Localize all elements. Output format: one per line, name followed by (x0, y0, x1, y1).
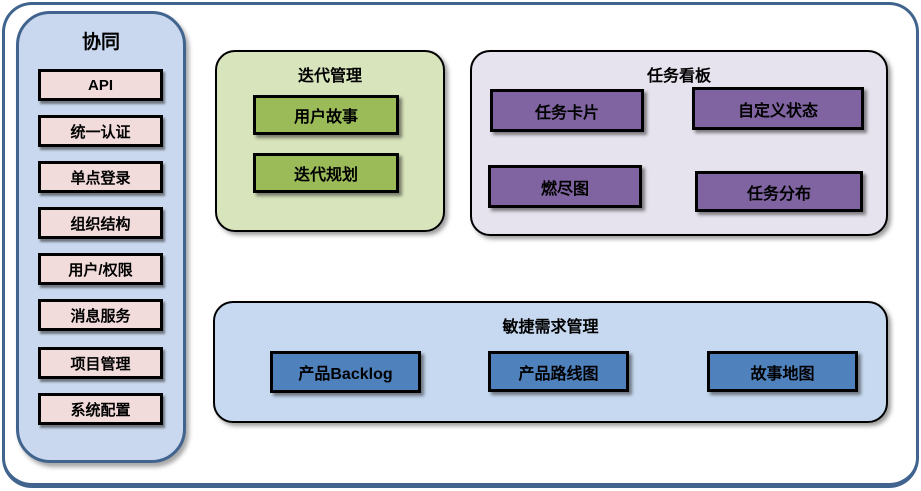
sidebar-item-unified-auth: 统一认证 (38, 115, 163, 147)
iteration-item-iteration-planning: 迭代规划 (253, 153, 399, 193)
requirements-item-story-map: 故事地图 (707, 351, 858, 392)
requirements-item-product-roadmap: 产品路线图 (488, 351, 629, 392)
panel-agile-requirements: 敏捷需求管理 产品Backlog 产品路线图 故事地图 (213, 301, 888, 423)
panel-iteration-title: 迭代管理 (297, 68, 362, 85)
requirements-item-product-backlog: 产品Backlog (270, 351, 421, 393)
sidebar-item-api: API (38, 69, 163, 101)
panel-kanban-title: 任务看板 (646, 68, 711, 85)
sidebar-item-org-structure: 组织结构 (38, 207, 163, 239)
sidebar-item-project-management: 项目管理 (38, 347, 163, 379)
kanban-item-burndown-chart: 燃尽图 (488, 165, 642, 208)
kanban-item-task-distribution: 任务分布 (695, 171, 863, 212)
sidebar-collaboration: 协同 API 统一认证 单点登录 组织结构 用户/权限 消息服务 项目管理 系统… (16, 11, 186, 463)
kanban-item-task-card: 任务卡片 (490, 89, 644, 132)
sidebar-item-system-config: 系统配置 (38, 393, 163, 425)
panel-requirements-title: 敏捷需求管理 (502, 319, 599, 336)
sidebar-item-sso: 单点登录 (38, 161, 163, 193)
sidebar-title: 协同 (81, 32, 120, 53)
sidebar-item-user-permissions: 用户/权限 (38, 253, 163, 285)
kanban-item-custom-status: 自定义状态 (692, 87, 864, 130)
iteration-item-user-story: 用户故事 (253, 95, 399, 135)
panel-task-kanban: 任务看板 任务卡片 自定义状态 燃尽图 任务分布 (470, 50, 888, 236)
panel-iteration-management: 迭代管理 用户故事 迭代规划 (215, 50, 445, 232)
sidebar-item-message-service: 消息服务 (38, 299, 163, 331)
